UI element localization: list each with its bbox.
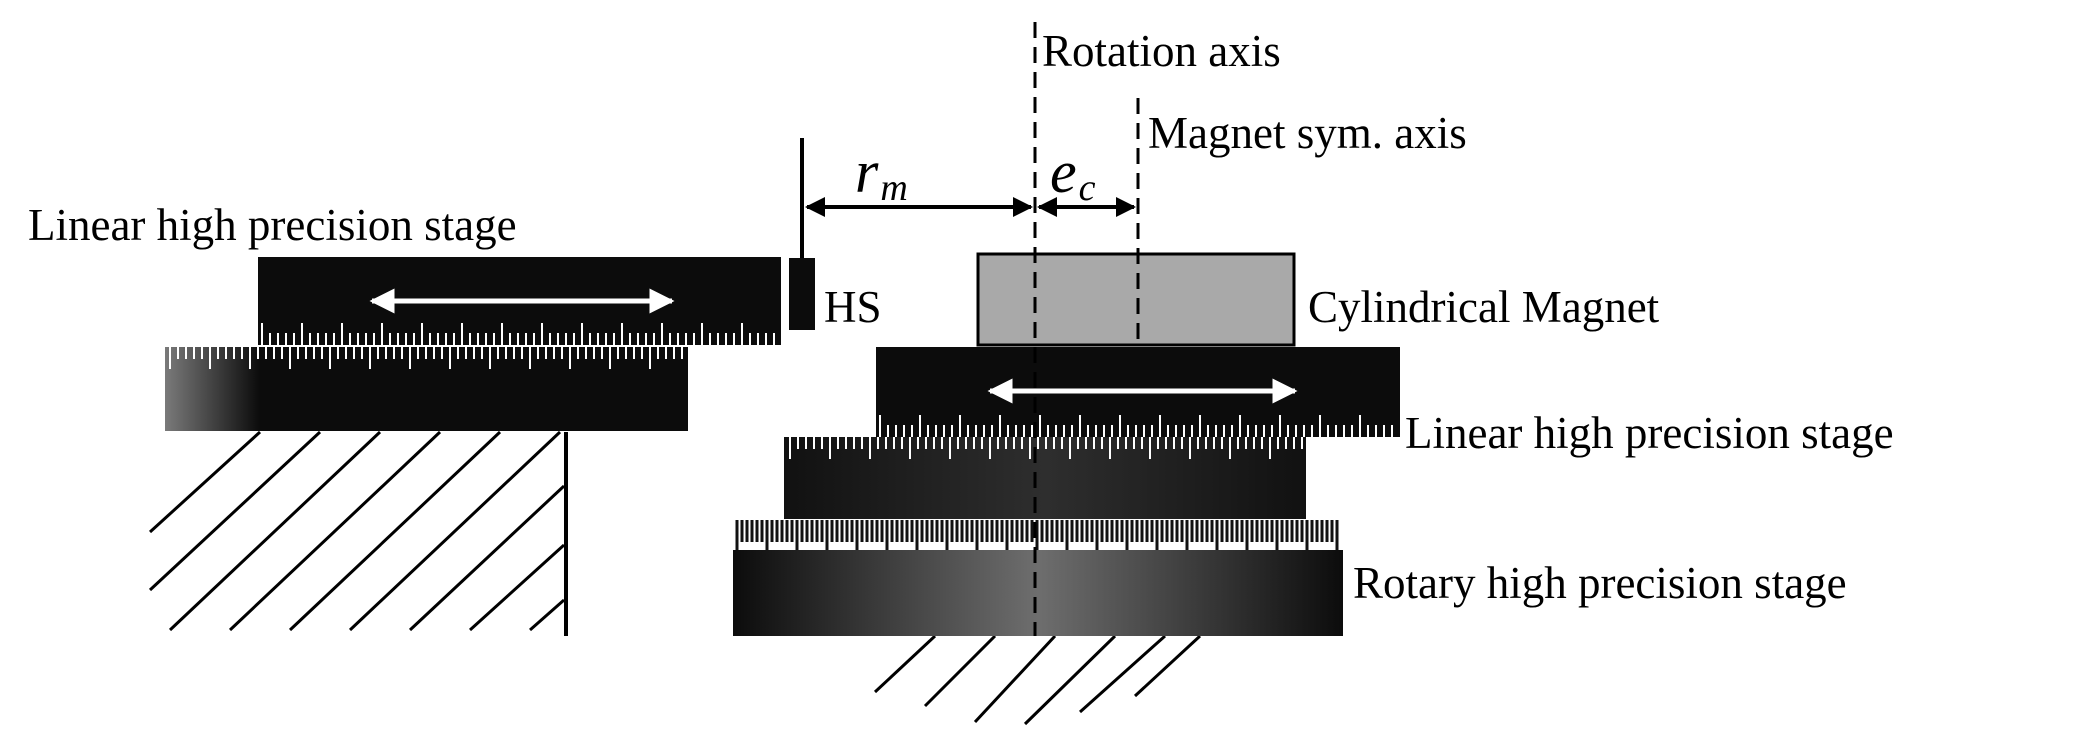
left-linear-stage-label: Linear high precision stage bbox=[28, 200, 517, 250]
left-base-scale bbox=[169, 347, 683, 369]
cylindrical-magnet-label: Cylindrical Magnet bbox=[1308, 282, 1660, 332]
left-linear-scale bbox=[261, 323, 775, 345]
rotary-stage-scale bbox=[735, 520, 1339, 550]
rm-symbol: rm bbox=[855, 139, 908, 209]
ec-symbol: ec bbox=[1050, 139, 1096, 209]
middle-stage bbox=[784, 437, 1306, 519]
rotary-stage bbox=[733, 550, 1343, 636]
hall-sensor-label: HS bbox=[824, 282, 882, 332]
right-linear-stage-label: Linear high precision stage bbox=[1405, 408, 1894, 458]
cylindrical-magnet bbox=[976, 252, 1296, 347]
right-ground-hatch bbox=[873, 634, 1202, 726]
rotation-axis-label: Rotation axis bbox=[1042, 26, 1281, 76]
left-base-stage bbox=[165, 347, 688, 431]
middle-stage-scale bbox=[789, 437, 1303, 459]
rotary-stage-label: Rotary high precision stage bbox=[1353, 558, 1847, 608]
hall-sensor bbox=[789, 258, 815, 330]
right-linear-scale bbox=[879, 415, 1393, 437]
left-ground-hatch bbox=[148, 430, 568, 636]
magnet-sym-axis-label: Magnet sym. axis bbox=[1148, 108, 1467, 158]
